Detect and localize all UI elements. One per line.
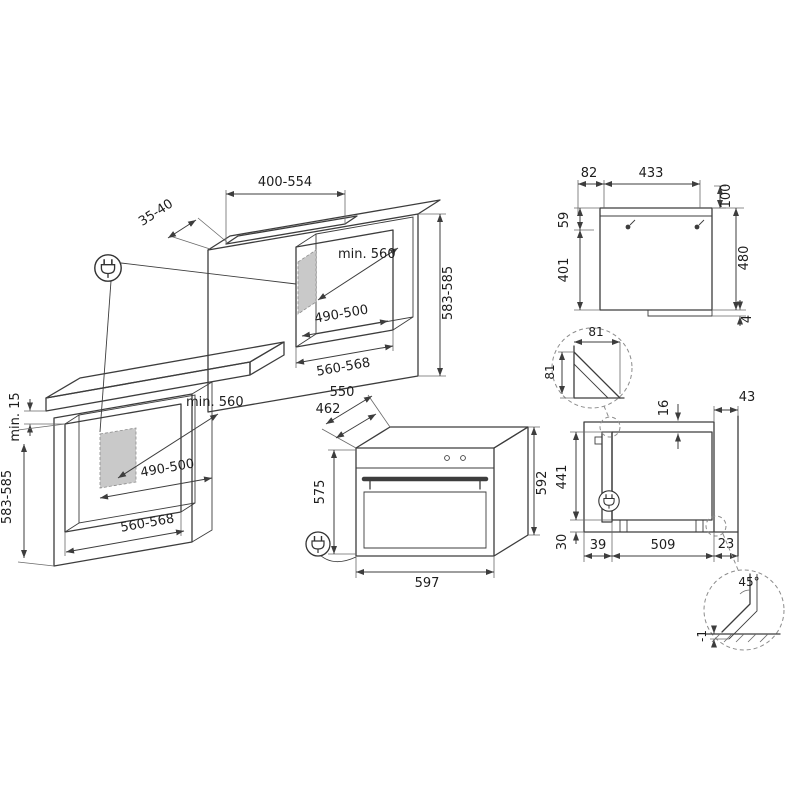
column-unit-view: 400-554 35-40 min. 560 490-500 560-568 5…	[136, 175, 456, 413]
dim-column-niche-height: 583-585	[441, 266, 456, 320]
oven-foot	[619, 519, 628, 533]
door-handle	[594, 436, 603, 445]
dim-oven-depth-body: 462	[316, 402, 341, 417]
detail-marker-circle	[705, 515, 727, 537]
dim-base-niche-height: 583-585	[0, 470, 15, 524]
dim-base-top-gap: min. 15	[8, 392, 23, 441]
dim-side-body-height: 441	[555, 465, 570, 490]
dim-column-vent-width: 400-554	[258, 175, 312, 190]
dim-column-inner-width: 490-500	[313, 302, 369, 326]
dim-side-top-gap: 16	[657, 400, 672, 417]
dim-column-front-strip: 35-40	[136, 196, 176, 229]
detail-circle	[703, 569, 785, 651]
dim-top-fixing-span: 433	[639, 166, 664, 181]
fixing-point-icon	[694, 219, 705, 230]
dim-plinth-angle: 45°	[738, 575, 759, 589]
power-plug-icon	[598, 490, 620, 512]
dim-column-min-depth: min. 560	[338, 247, 396, 262]
control-knob-icon	[444, 455, 450, 461]
dim-side-rear-gap: 23	[718, 537, 735, 552]
dim-plinth-offset: -1	[695, 630, 709, 642]
oven-dimensions	[321, 394, 540, 578]
dim-top-total-depth: 480	[737, 246, 752, 271]
dim-corner-width: 81	[588, 325, 603, 339]
dim-base-inner-width: 490-500	[139, 456, 195, 480]
base-unit-dimensions	[17, 399, 219, 567]
dim-column-niche-width: 560-568	[315, 355, 371, 379]
power-connection-area	[99, 427, 137, 489]
dim-side-body-depth: 509	[651, 538, 676, 553]
dim-oven-height-right: 592	[535, 471, 550, 496]
oven-view: 550 462 575 592 597	[305, 385, 550, 591]
power-connection-area	[297, 249, 317, 315]
dim-side-rear-gap-top: 43	[739, 390, 756, 405]
detail-circle	[551, 327, 633, 409]
dim-corner-height: 81	[543, 364, 557, 379]
dim-base-niche-width: 560-568	[119, 511, 175, 535]
top-view-dimensions	[574, 180, 746, 326]
dim-side-bottom-gap: 30	[555, 534, 570, 551]
plinth-detail-view: 45° -1	[695, 533, 785, 651]
corner-detail-dimensions	[558, 339, 621, 399]
dim-top-mid-depth: 401	[557, 258, 572, 283]
dim-oven-depth-total: 550	[330, 385, 355, 400]
power-plug-icon	[305, 531, 331, 557]
dim-oven-width: 597	[415, 576, 440, 591]
corner-detail-view: 81 81	[543, 325, 633, 419]
detail-marker-circle	[599, 416, 621, 438]
side-view-dimensions	[570, 404, 739, 562]
top-view: 82 433 100 59 401 480 4	[557, 166, 755, 326]
dim-top-front-strip: 59	[557, 212, 572, 229]
side-view: 16 43 441 30 39 509 23	[555, 390, 755, 562]
base-unit-view: min. 15 583-585 min. 560 490-500 560-568	[0, 341, 285, 567]
column-unit-dimensions	[167, 190, 446, 377]
fixing-point-icon	[625, 219, 636, 230]
control-knob-icon	[460, 455, 466, 461]
dim-top-rear-lip: 4	[740, 315, 755, 323]
power-supply-callout	[94, 254, 297, 433]
oven-foot	[695, 519, 704, 533]
dim-top-offset-left: 82	[581, 166, 598, 181]
dim-side-front-offset: 39	[590, 538, 607, 553]
dim-top-depth-right: 100	[719, 184, 734, 209]
power-plug-icon	[94, 254, 122, 282]
dim-oven-height-left: 575	[313, 480, 328, 505]
dim-base-min-depth: min. 560	[186, 395, 244, 410]
